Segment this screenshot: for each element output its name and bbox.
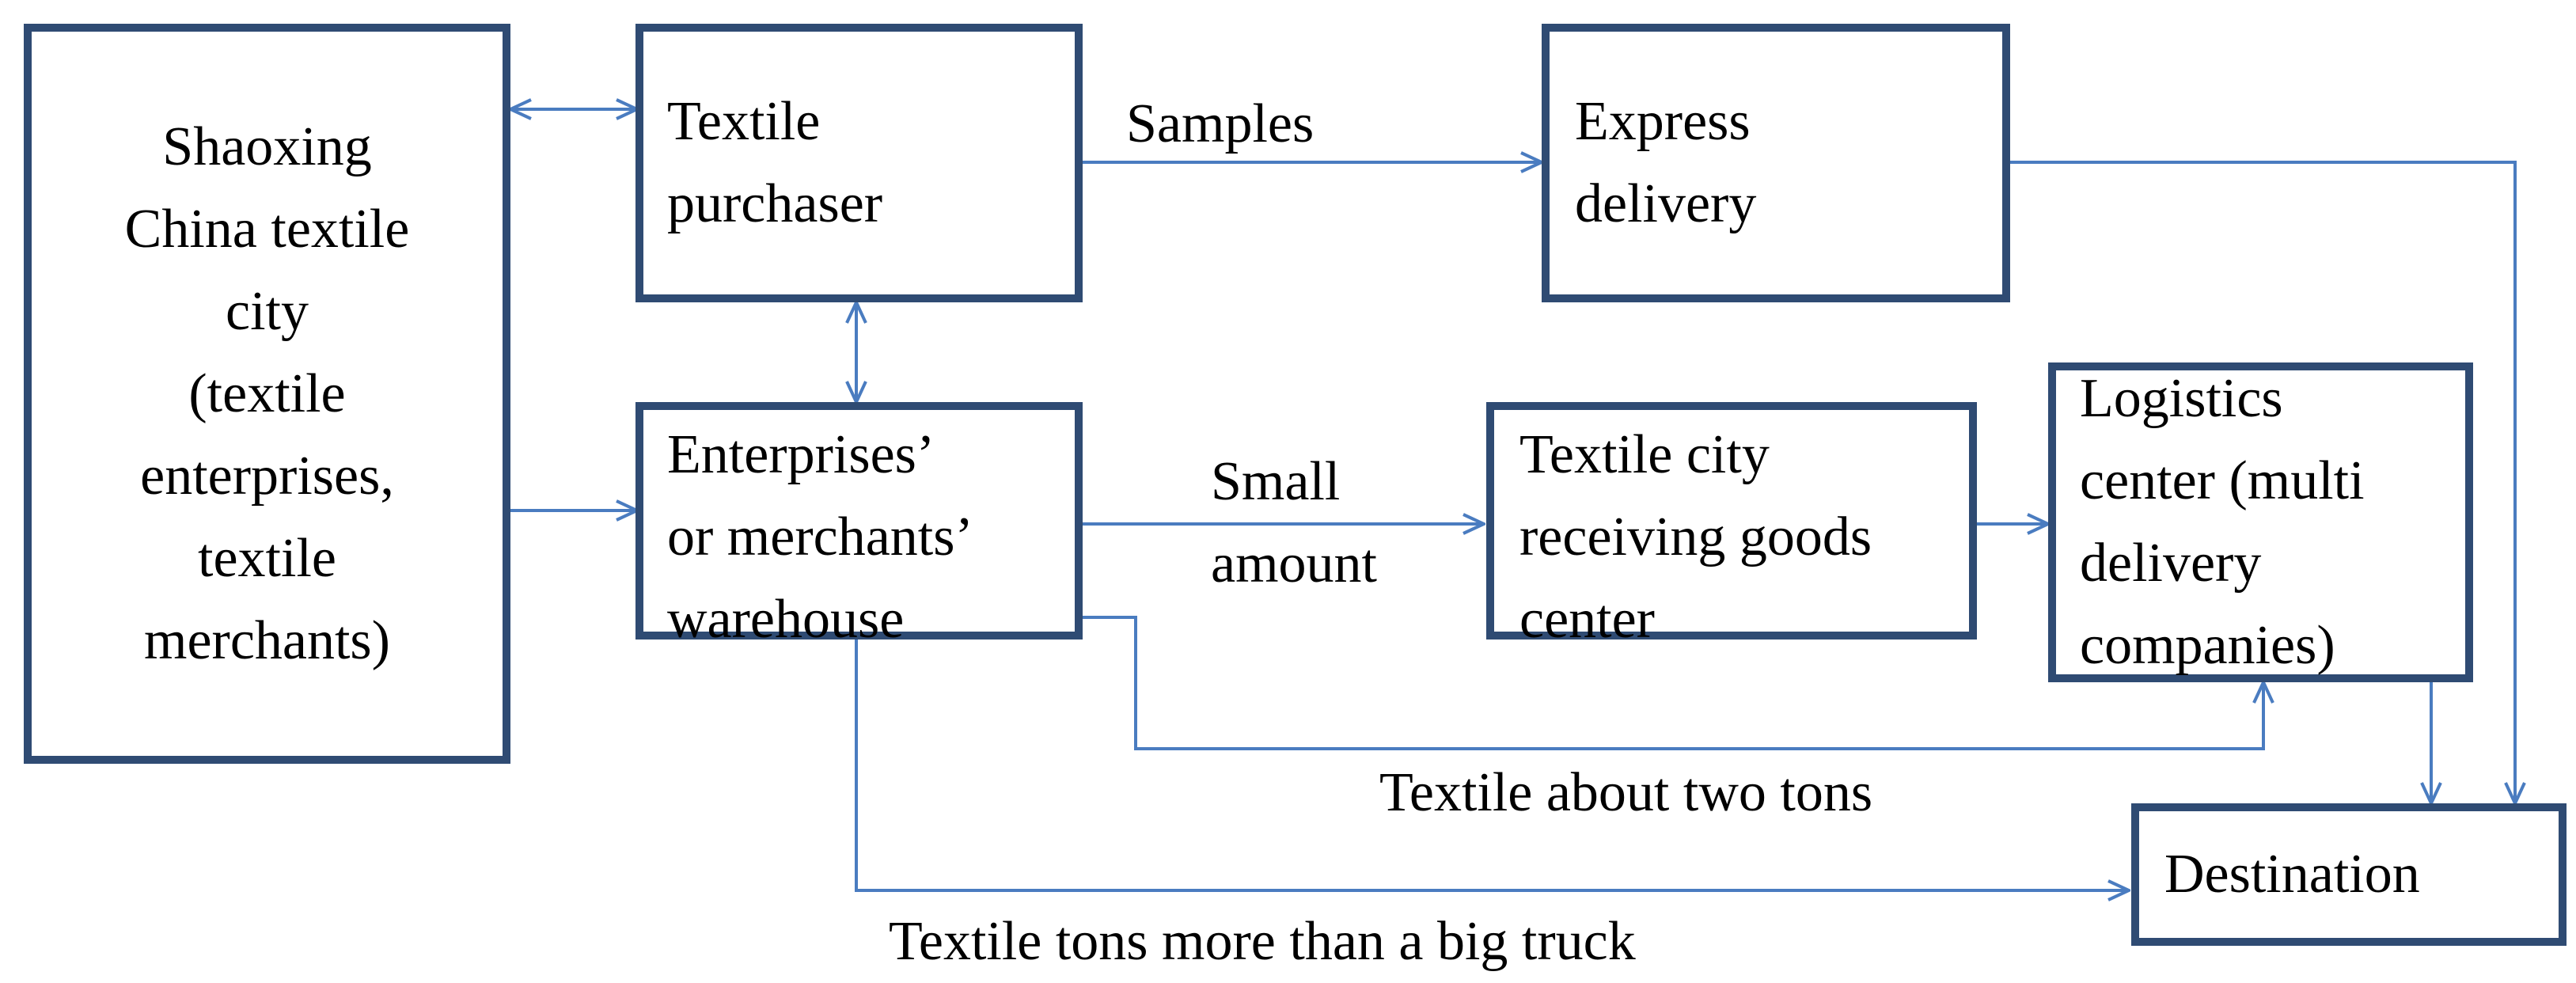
edge-warehouse-logistics bbox=[1080, 616, 2263, 750]
text-line: Small bbox=[1211, 451, 1341, 512]
text-line: textile bbox=[198, 527, 336, 589]
text-line: enterprises, bbox=[140, 445, 394, 507]
text-line: China textile bbox=[124, 198, 410, 260]
text-line: amount bbox=[1211, 533, 1377, 594]
text-line: Enterprises’ bbox=[667, 424, 935, 485]
text-line: Shaoxing bbox=[162, 116, 372, 177]
text-line: Textile city bbox=[1519, 424, 1770, 485]
text-line: merchants) bbox=[144, 609, 390, 671]
label-big-truck: Textile tons more than a big truck bbox=[889, 911, 1636, 972]
text-line: Logistics bbox=[2080, 368, 2283, 429]
text-line: Textile bbox=[667, 91, 821, 152]
text-line: center bbox=[1519, 589, 1655, 650]
text-line: delivery bbox=[1575, 173, 1757, 234]
text-line: companies) bbox=[2080, 615, 2335, 676]
text-line: Express bbox=[1575, 91, 1751, 152]
text-line: warehouse bbox=[667, 589, 905, 650]
edge-express-destination bbox=[2010, 161, 2515, 803]
node-receiving-center: Textile city receiving goods center bbox=[1486, 402, 1977, 650]
text-line: purchaser bbox=[667, 173, 883, 234]
node-logistics-center: Logistics center (multi delivery companies) bbox=[2048, 362, 2473, 682]
text-line: (textile bbox=[188, 362, 346, 424]
node-destination: Destination bbox=[2131, 803, 2567, 946]
edge-warehouse-destination bbox=[855, 625, 2129, 890]
text-line: delivery bbox=[2080, 533, 2262, 594]
label-small-amount: Small amount bbox=[1211, 441, 1377, 605]
label-samples: Samples bbox=[1126, 93, 1315, 154]
text-line: center (multi bbox=[2080, 450, 2365, 511]
node-warehouse: Enterprises’ or merchants’ warehouse bbox=[635, 402, 1083, 650]
node-textile-purchaser: Textile purchaser bbox=[635, 24, 1083, 302]
label-two-tons: Textile about two tons bbox=[1379, 762, 1873, 823]
text-line: receiving goods bbox=[1519, 507, 1872, 567]
text-line: city bbox=[226, 280, 309, 342]
node-express-delivery: Express delivery bbox=[1542, 24, 2010, 302]
text-line: or merchants’ bbox=[667, 507, 973, 567]
text-line: Destination bbox=[2164, 844, 2420, 905]
